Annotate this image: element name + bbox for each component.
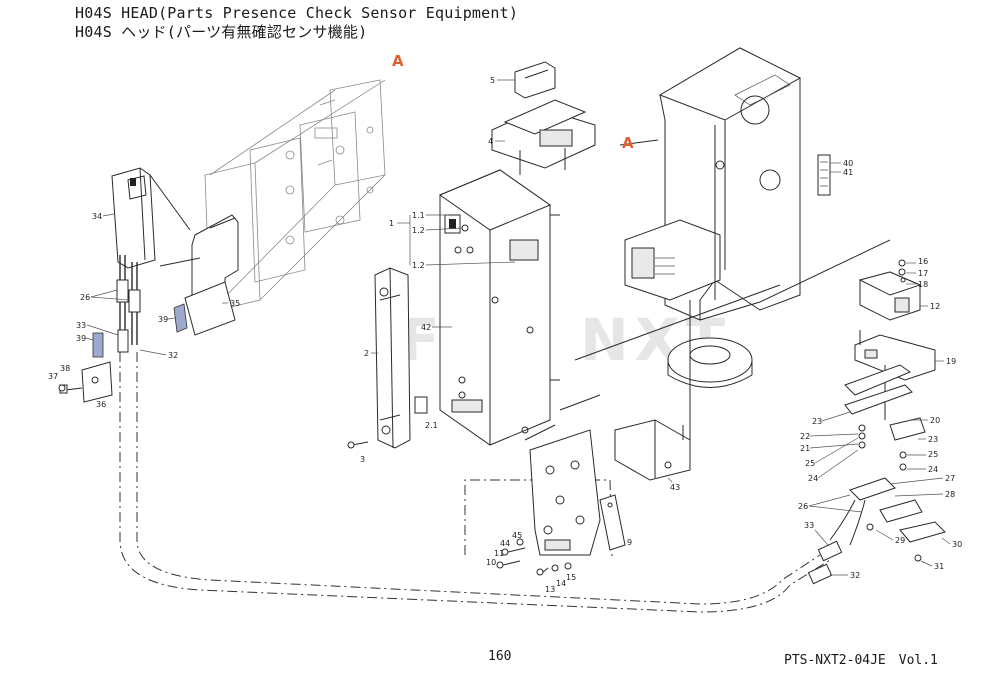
callout-43: 43 — [670, 483, 680, 492]
callout-44: 44 — [500, 539, 510, 548]
callout-39a: 39 — [158, 315, 168, 324]
callout-5: 5 — [490, 76, 495, 85]
callout-9: 9 — [627, 538, 632, 547]
sensor-rods — [59, 255, 141, 403]
callout-20: 20 — [930, 416, 940, 425]
callout-27: 27 — [945, 474, 955, 483]
callout-23b: 23 — [928, 435, 938, 444]
callout-13: 13 — [545, 585, 555, 594]
reference-mark-a-left: A — [392, 52, 404, 70]
callout-34: 34 — [92, 212, 102, 221]
bracket-43 — [614, 419, 691, 481]
callout-28: 28 — [945, 490, 955, 499]
callout-45: 45 — [512, 531, 522, 540]
callout-29: 29 — [895, 536, 905, 545]
callout-39b: 39 — [76, 334, 86, 343]
callout-26b: 26 — [798, 502, 808, 511]
callout-2: 2 — [364, 349, 369, 358]
title-english: H04S HEAD(Parts Presence Check Sensor Eq… — [75, 4, 519, 22]
callout-35: 35 — [230, 299, 240, 308]
callout-24b: 24 — [928, 465, 938, 474]
callout-12: 12 — [930, 302, 940, 311]
callout-24a: 24 — [808, 474, 818, 483]
callout-19: 19 — [946, 357, 956, 366]
sensor-body-34 — [111, 167, 191, 269]
callout-30: 30 — [952, 540, 962, 549]
bracket-9 — [599, 494, 626, 551]
callout-22: 22 — [800, 432, 810, 441]
mounting-plate — [524, 424, 601, 556]
bracket-35 — [159, 214, 239, 336]
callout-26a: 26 — [80, 293, 90, 302]
callout-36: 36 — [96, 400, 106, 409]
callout-1-2b: 1.2 — [412, 261, 425, 270]
callout-32a: 32 — [168, 351, 178, 360]
screw-37 — [58, 384, 66, 392]
callout-32b: 32 — [850, 571, 860, 580]
callout-14: 14 — [556, 579, 566, 588]
callout-33a: 33 — [76, 321, 86, 330]
callout-31: 31 — [934, 562, 944, 571]
callout-41: 41 — [843, 168, 853, 177]
callout-2-1: 2.1 — [425, 421, 438, 430]
callout-23a: 23 — [812, 417, 822, 426]
callout-4: 4 — [488, 137, 493, 146]
screw-3 — [347, 441, 369, 449]
callout-25a: 25 — [805, 459, 815, 468]
bar-2 — [374, 267, 411, 449]
reference-mark-a-right: A — [622, 134, 634, 152]
callout-1: 1 — [389, 219, 394, 228]
ghost-sensor-stack — [204, 79, 386, 313]
bracket-5 — [514, 61, 556, 99]
sensor-heads-27-30 — [807, 477, 946, 585]
housing-plate-42 — [414, 169, 560, 446]
page-number: 160 — [488, 649, 512, 664]
callout-11: 11 — [494, 549, 504, 558]
callout-25b: 25 — [928, 450, 938, 459]
callout-42: 42 — [421, 323, 431, 332]
block-12 — [858, 259, 922, 321]
callout-33b: 33 — [804, 521, 814, 530]
title-japanese: H04S ヘッド(パーツ有無確認センサ機能) — [75, 23, 368, 41]
callout-38: 38 — [60, 364, 70, 373]
callout-37: 37 — [48, 372, 58, 381]
callout-18: 18 — [918, 280, 928, 289]
callout-16: 16 — [918, 257, 928, 266]
bracket-4 — [491, 99, 596, 175]
callout-40: 40 — [843, 159, 853, 168]
bracket-19 — [854, 330, 936, 420]
plates-20-23 — [844, 364, 926, 471]
callouts: 1 1.1 1.2 1.2 2 2.1 3 4 5 9 10 11 12 13 … — [48, 76, 962, 594]
document-code: PTS-NXT2-04JE Vol.1 — [784, 653, 938, 668]
callout-21: 21 — [800, 444, 810, 453]
callout-10: 10 — [486, 558, 496, 567]
callout-17: 17 — [918, 269, 928, 278]
callout-3: 3 — [360, 455, 365, 464]
callout-1-1: 1.1 — [412, 211, 425, 220]
main-frame — [619, 47, 831, 388]
fastener-group — [496, 538, 572, 576]
callout-15: 15 — [566, 573, 576, 582]
callout-1-2a: 1.2 — [412, 226, 425, 235]
